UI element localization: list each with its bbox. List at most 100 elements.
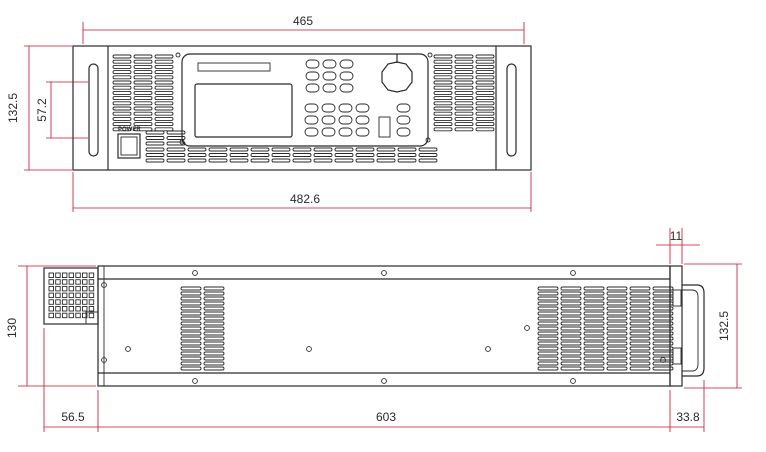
- vent-slot: [203, 336, 225, 341]
- vent-slot: [629, 331, 651, 336]
- vent-slot: [583, 331, 605, 336]
- vent-slot: [454, 75, 474, 80]
- vent-slot: [145, 141, 165, 146]
- fan-hole: [68, 279, 75, 285]
- vent-slot: [133, 64, 153, 69]
- vent-slot: [454, 122, 474, 127]
- vent-slot: [629, 361, 651, 366]
- vent-slot: [537, 321, 559, 326]
- key-button: [304, 127, 319, 137]
- vent-slot: [475, 127, 495, 132]
- vent-slot: [154, 106, 174, 111]
- vent-slot: [203, 306, 225, 311]
- key-button: [355, 115, 370, 125]
- vent-slot: [145, 158, 165, 163]
- vent-slot: [313, 158, 333, 163]
- vent-slot: [560, 336, 582, 341]
- vent-slot: [133, 59, 153, 64]
- vent-slot: [112, 106, 132, 111]
- vent-slot: [433, 116, 453, 121]
- fan-hole: [48, 299, 54, 305]
- lcd-screen: [194, 83, 293, 138]
- vent-slot: [203, 301, 225, 306]
- vent-slot: [454, 127, 474, 132]
- fan-hole: [88, 299, 95, 305]
- vent-slot: [180, 361, 202, 366]
- vent-slot: [112, 70, 132, 75]
- fan-hole: [55, 299, 61, 305]
- vent-slot: [203, 286, 225, 291]
- vent-slot: [454, 116, 474, 121]
- vent-slot: [154, 80, 174, 85]
- vent-slot: [454, 96, 474, 101]
- fan-hole: [82, 285, 88, 292]
- fan-hole: [61, 306, 68, 312]
- key-button: [355, 127, 370, 137]
- vent-slot: [180, 336, 202, 341]
- vent-slot: [537, 326, 559, 331]
- vent-slot: [154, 101, 174, 106]
- vent-slot: [180, 286, 202, 291]
- vent-slot: [629, 311, 651, 316]
- fan-hole: [61, 279, 68, 285]
- vent-slot: [652, 326, 674, 331]
- vent-slot: [454, 101, 474, 106]
- key-button: [339, 59, 354, 69]
- vent-slot: [606, 326, 628, 331]
- vent-slot: [187, 158, 207, 163]
- fan-hole: [75, 279, 81, 285]
- vent-slot: [652, 311, 674, 316]
- vent-slot: [537, 286, 559, 291]
- vent-slot: [652, 346, 674, 351]
- vent-slot: [203, 356, 225, 361]
- vent-slot: [629, 336, 651, 341]
- key-button: [321, 115, 336, 125]
- vent-slot: [537, 296, 559, 301]
- key-button: [339, 71, 354, 81]
- vent-slot: [560, 286, 582, 291]
- vent-slot: [133, 75, 153, 80]
- fan-hole: [55, 306, 61, 312]
- vent-slot: [606, 336, 628, 341]
- vent-slot: [560, 341, 582, 346]
- vent-slot: [180, 346, 202, 351]
- vent-slot: [433, 80, 453, 85]
- vent-slot: [133, 90, 153, 95]
- screw: [570, 270, 576, 276]
- vent-slot: [154, 122, 174, 127]
- vent-slot: [583, 346, 605, 351]
- vent-slot: [475, 96, 495, 101]
- dim-side-rear: 56.5: [61, 410, 85, 424]
- vent-slot: [376, 147, 396, 152]
- vent-slot: [187, 153, 207, 157]
- vent-slot: [433, 70, 453, 75]
- fan-hole: [48, 285, 54, 292]
- vent-slot: [433, 111, 453, 116]
- vent-slot: [208, 153, 228, 157]
- vent-slot: [250, 153, 270, 157]
- vent-slot: [180, 306, 202, 311]
- vent-slot: [652, 366, 674, 371]
- screw: [570, 378, 576, 384]
- vent-slot: [250, 147, 270, 152]
- dim-side-depth: 603: [376, 410, 396, 424]
- vent-slot: [629, 286, 651, 291]
- vent-slot: [433, 64, 453, 69]
- front-view: POWER: [72, 45, 532, 171]
- vent-slot: [154, 96, 174, 101]
- vent-slot: [606, 331, 628, 336]
- vent-slot: [292, 158, 312, 163]
- vent-slot: [537, 291, 559, 296]
- vent-slot: [583, 341, 605, 346]
- vent-slot: [180, 366, 202, 371]
- vent-slot: [433, 54, 453, 59]
- vent-slot: [133, 80, 153, 85]
- vent-slot: [154, 75, 174, 80]
- key-button: [339, 83, 354, 93]
- screw: [524, 325, 530, 331]
- vent-slot: [133, 106, 153, 111]
- vent-slot: [203, 316, 225, 321]
- fan-hole: [48, 312, 54, 319]
- vent-slot: [112, 64, 132, 69]
- fan-hole: [75, 272, 81, 278]
